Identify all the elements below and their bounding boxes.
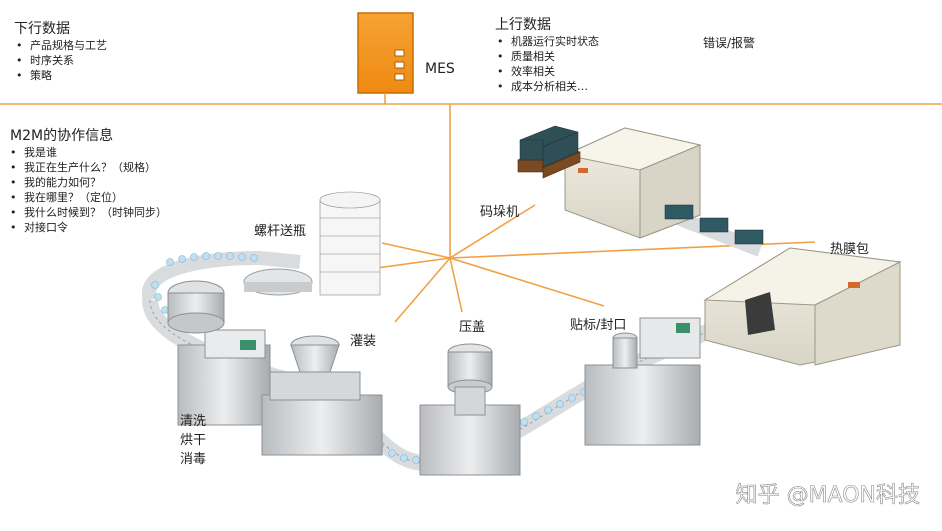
error-alarm-label: 错误/报警 (703, 36, 756, 50)
m2m-title: M2M的协作信息 (10, 128, 114, 144)
list-item: 时序关系 (16, 53, 107, 68)
shrink-wrap-label: 热膜包 (830, 242, 870, 257)
m2m-list: 我是谁 我正在生产什么？（规格） 我的能力如何？ 我在哪里？（定位） 我什么时候… (10, 145, 167, 235)
labeling-machine (584, 317, 701, 446)
uplink-list: 机器运行实时状态 质量相关 效率相关 成本分析相关… (497, 34, 599, 94)
list-item: 我在哪里？（定位） (10, 190, 167, 205)
watermark: 知乎 @MAON科技 (736, 483, 920, 508)
capping-machine (419, 343, 521, 476)
uplink-title: 上行数据 (495, 17, 551, 33)
shrink-wrap-machine (703, 247, 902, 366)
mes-label: MES (425, 61, 455, 77)
washing-machine (167, 280, 271, 426)
palletizer-label: 码垛机 (480, 205, 520, 220)
downlink-title: 下行数据 (14, 21, 70, 37)
list-item: 质量相关 (497, 49, 599, 64)
washing-label-1: 清洗 (180, 414, 207, 429)
screw-feeder-machine (243, 191, 381, 296)
list-item: 我正在生产什么？（规格） (10, 160, 167, 175)
list-item: 我的能力如何？ (10, 175, 167, 190)
list-item: 产品规格与工艺 (16, 38, 107, 53)
downlink-list: 产品规格与工艺 时序关系 策略 (16, 38, 107, 83)
labeling-label: 贴标/封口 (570, 318, 627, 333)
list-item: 我是谁 (10, 145, 167, 160)
list-item: 策略 (16, 68, 107, 83)
list-item: 成本分析相关… (497, 79, 599, 94)
capping-label: 压盖 (459, 320, 486, 335)
filling-machine (261, 335, 383, 456)
washing-label-2: 烘干 (180, 433, 207, 448)
list-item: 效率相关 (497, 64, 599, 79)
list-item: 我什么时候到？（时钟同步） (10, 205, 167, 220)
palletizer-machine (517, 125, 764, 245)
washing-label-3: 消毒 (180, 452, 207, 467)
list-item: 对接口令 (10, 220, 167, 235)
list-item: 机器运行实时状态 (497, 34, 599, 49)
filling-label: 灌装 (350, 334, 377, 349)
screw-feeder-label: 螺杆送瓶 (254, 224, 307, 239)
mes-server-icon (357, 12, 414, 94)
